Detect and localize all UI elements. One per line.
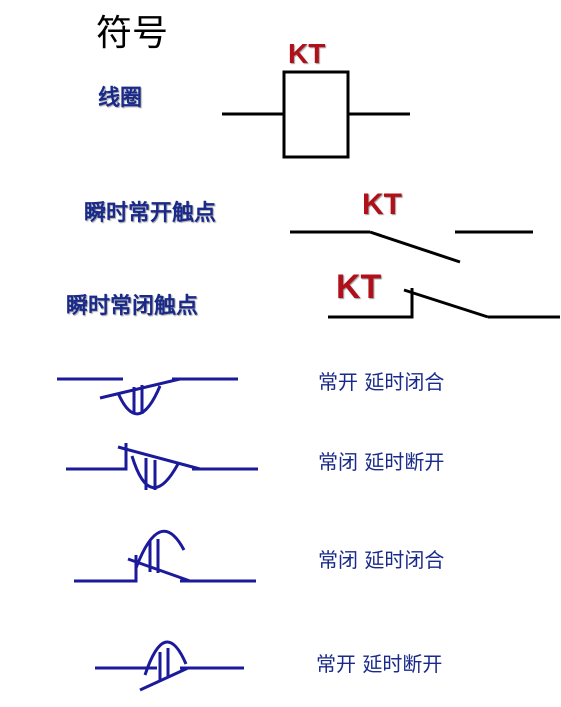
coil-kt-label: KT — [288, 38, 326, 69]
page-title: 符号 — [96, 13, 169, 54]
timed-caption-3: 常闭 延时闭合 — [318, 548, 445, 572]
no-contact-label: 瞬时常开触点 — [84, 201, 217, 226]
nc-blade — [403, 288, 489, 319]
no-contact-kt-label: KT — [362, 188, 402, 221]
nc-lead-left — [328, 288, 414, 319]
timed-caption-1: 常开 延时闭合 — [318, 370, 445, 394]
coil-label: 线圈 — [98, 86, 143, 111]
timed-caption-2: 常闭 延时断开 — [318, 450, 445, 474]
no-blade — [369, 230, 461, 264]
nc-contact-kt-label: KT — [336, 268, 382, 306]
nc-contact-label: 瞬时常闭触点 — [66, 294, 199, 319]
timed-caption-4: 常开 延时断开 — [316, 652, 443, 676]
